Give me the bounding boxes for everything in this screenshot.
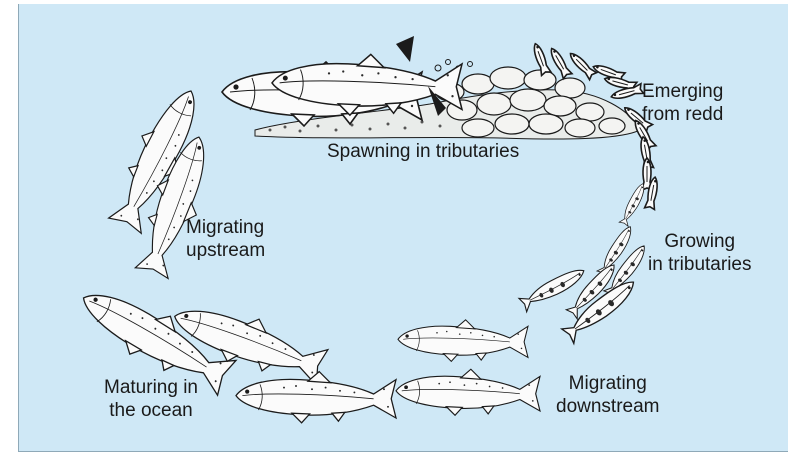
label-spawning-text: Spawning in tributaries: [327, 140, 519, 163]
label-maturing: Maturing in the ocean: [104, 376, 198, 422]
label-growing: Growing in tributaries: [648, 230, 752, 276]
label-migrating-downstream-line1: Migrating: [556, 372, 660, 395]
downstream-smolts: [396, 320, 540, 416]
label-spawning: Spawning in tributaries: [327, 140, 519, 163]
label-emerging-line2: from redd: [642, 103, 723, 126]
label-emerging-line1: Emerging: [642, 80, 723, 103]
label-emerging: Emerging from redd: [642, 80, 723, 126]
label-migrating-upstream: Migrating upstream: [186, 216, 265, 262]
label-maturing-line2: the ocean: [104, 399, 198, 422]
label-migrating-downstream: Migrating downstream: [556, 372, 660, 418]
label-migrating-downstream-line2: downstream: [556, 395, 660, 418]
label-maturing-line1: Maturing in: [104, 376, 198, 399]
label-growing-line2: in tributaries: [648, 253, 752, 276]
label-migrating-upstream-line2: upstream: [186, 239, 265, 262]
label-migrating-upstream-line1: Migrating: [186, 216, 265, 239]
label-growing-line1: Growing: [648, 230, 752, 253]
growing-juveniles: [519, 181, 649, 343]
